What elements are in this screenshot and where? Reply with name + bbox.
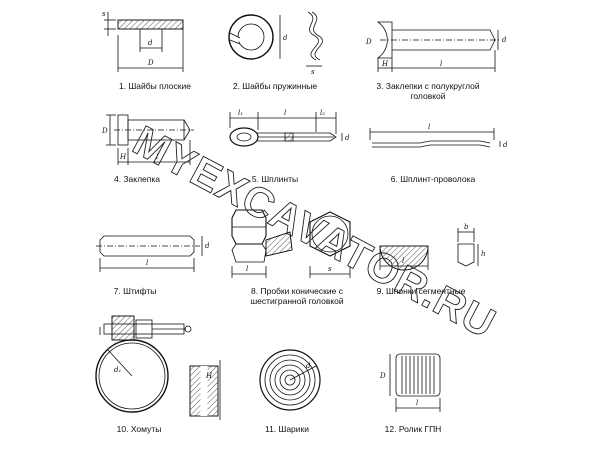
caption-spring-washers: 2. Шайбы пружинные [232,81,318,91]
dowel-pin-drawing: l d [96,235,210,272]
dim-l-plug: l [246,265,248,273]
dim-H-rivet: H [381,60,389,68]
dim-d-wire: d [503,141,508,149]
countersunk-rivet-drawing: D H l [101,114,194,165]
dim-d-cotter: d [345,134,350,142]
dim-l-key: l [402,257,404,265]
wire-cotter-drawing: l d [369,123,508,149]
dim-d-rivet: d [502,36,507,44]
dim-D-rivet: D [365,38,372,46]
caption-flat-washers: 1. Шайбы плоские [119,81,191,91]
spring-washer-drawing: d s [228,11,323,76]
caption-roller: 12. Ролик ГПН [384,424,442,434]
dim-l-pin: l [146,259,148,267]
dim-l2-cotter: l₂ [320,109,325,117]
dim-h-key: h [481,250,486,258]
dim-d-pin: d [205,242,210,250]
dim-D-rivet4: D [101,127,108,135]
dim-D-roller: D [379,372,386,380]
caption-clamps: 10. Хомуты [116,424,162,434]
dim-l-wire: l [428,123,430,131]
caption-woodruff-keys: 9. Шпонки сегментные [376,286,466,296]
dim-l-rivet4: l [156,153,158,161]
caption-dowel-pins: 7. Штифты [113,286,157,296]
caption-round-head-rivets: 3. Заклепки с полукруглой головкой [376,81,480,101]
dim-s-spring: s [311,68,315,76]
dim-s: s [102,10,106,18]
dim-l1-cotter: l₁ [238,109,243,117]
hose-clamp-drawing: d₁ H [95,315,221,420]
caption-rivet: 4. Заклепка [113,174,161,184]
round-head-rivet-drawing: D H l d [365,21,507,72]
dim-d-ball: d [306,362,311,370]
woodruff-key-drawing: l b h [379,223,486,271]
dim-l-cotter: l [284,109,286,117]
dim-d1-clamp: d₁ [114,366,121,374]
dim-d-spring: d [283,34,288,42]
dim-l-rivet: l [440,60,442,68]
dim-s-plug: s [328,265,332,273]
roller-drawing: D l [379,353,441,412]
caption-balls: 11. Шарики [264,424,309,434]
ball-drawing: d [259,349,321,411]
hex-plug-drawing: l s [231,209,351,278]
dim-d: d [148,39,153,47]
dim-D: D [147,59,154,67]
cotter-pin-drawing: l₁ l l₂ d [229,109,350,147]
dim-b-key: b [464,223,469,231]
flat-washer-drawing: s d D [102,10,184,72]
caption-hex-plugs: 8. Пробки конические с шестигранной голо… [250,286,344,306]
dim-H-rivet4: H [119,153,127,161]
caption-cotter-pins: 5. Шплинты [251,174,299,184]
watermark-text: MYEXCAVATOR.RU [126,116,504,347]
caption-wire-cotter: 6. Шплинт-проволока [390,174,476,184]
dim-l-roller: l [416,399,418,407]
dim-H-clamp: H [205,372,213,380]
